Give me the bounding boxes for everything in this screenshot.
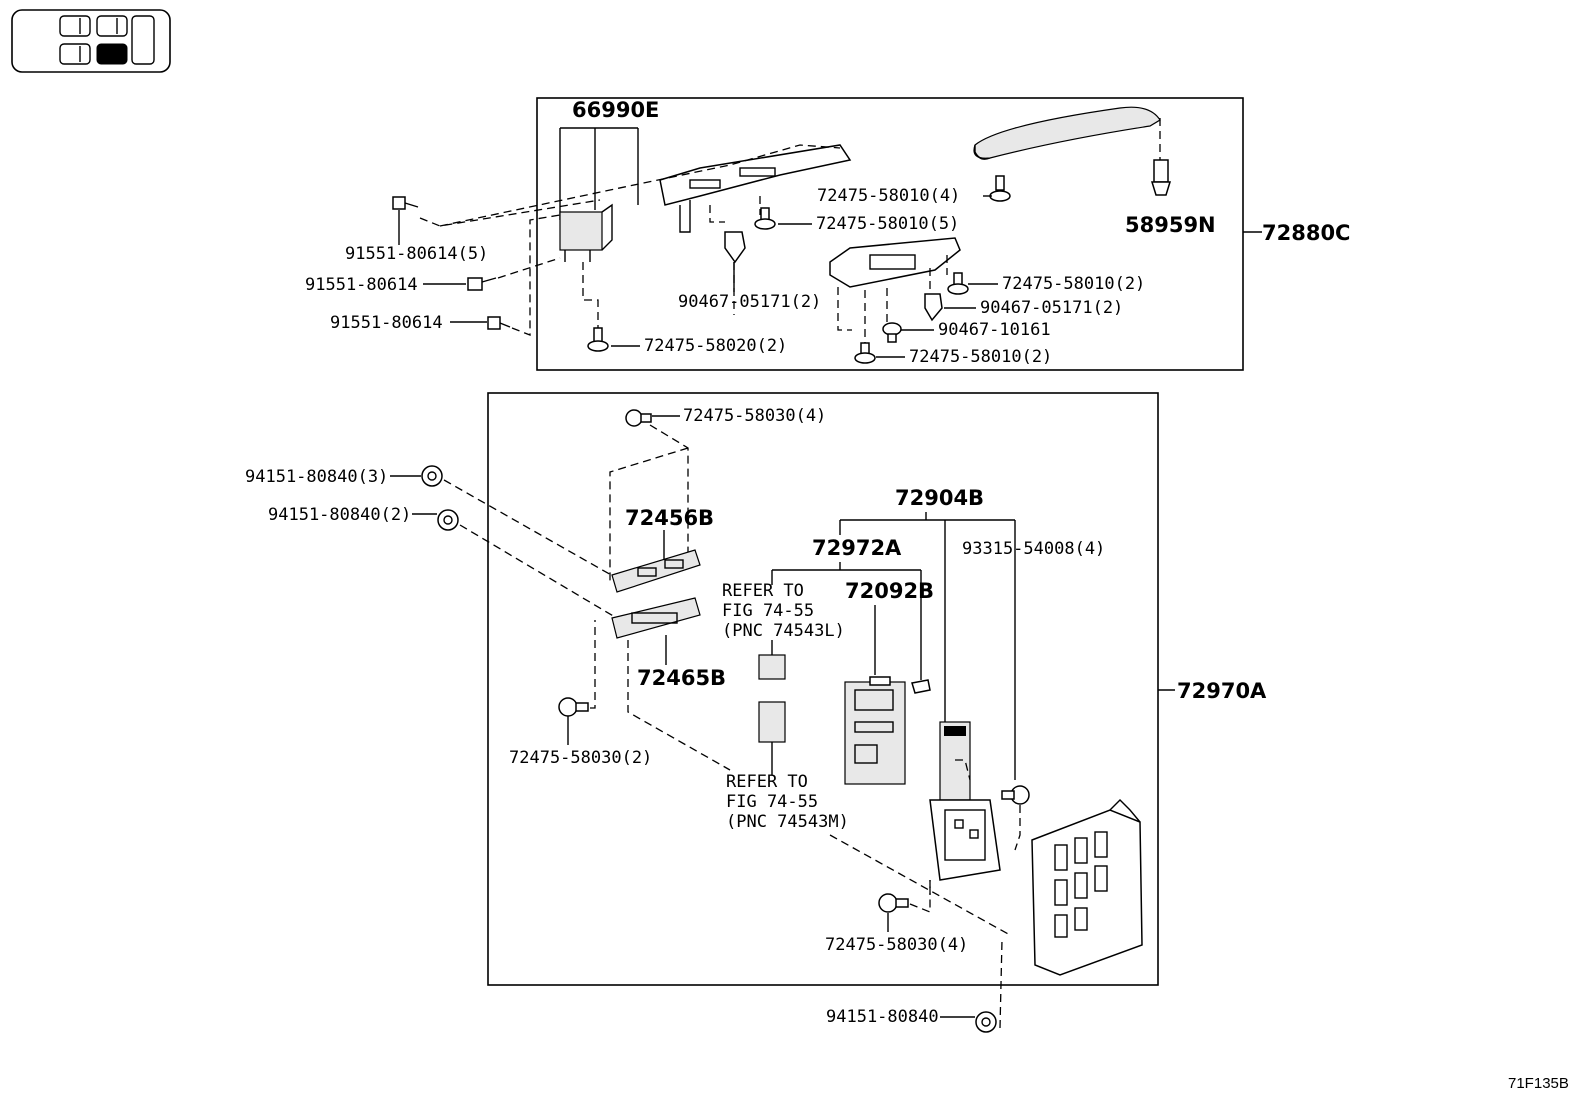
pad-74543M [758, 701, 786, 743]
refer-note-74543M: REFER TO FIG 74-55 (PNC 74543M) [726, 772, 849, 832]
screw-72475-58010-5 [754, 207, 776, 230]
label-72880C: 72880C [1262, 221, 1350, 245]
nut-94151-80840-3 [421, 465, 443, 487]
label-72475-58020-2: 72475-58020(2) [644, 336, 787, 356]
group-box-72970A [487, 392, 1159, 986]
label-58959N: 58959N [1125, 213, 1216, 237]
label-94151-80840: 94151-80840 [826, 1007, 939, 1027]
label-66990E: 66990E [572, 98, 659, 122]
label-72475-58010-4: 72475-58010(4) [817, 186, 960, 206]
label-90467-10161: 90467-10161 [938, 320, 1051, 340]
label-72475-58010-2a: 72475-58010(2) [1002, 274, 1145, 294]
label-72465B: 72465B [637, 666, 726, 690]
screw-72475-58010-4 [989, 175, 1011, 202]
upper-bracket [659, 144, 852, 206]
label-72972A: 72972A [812, 536, 902, 560]
refer-l-line2: FIG 74-55 [722, 601, 814, 621]
clip-90467-05171-top [724, 231, 746, 264]
label-72904B: 72904B [895, 486, 984, 510]
label-72475-58010-2b: 72475-58010(2) [909, 347, 1052, 367]
label-72475-58030-2: 72475-58030(2) [509, 748, 652, 768]
figure-code: 71F135B [1508, 1075, 1569, 1092]
refer-m-line1: REFER TO [726, 772, 808, 792]
screw-72475-58020-2 [587, 327, 609, 352]
label-72092B: 72092B [845, 579, 934, 603]
screw-72475-58010-2a [947, 272, 969, 295]
label-91551-80614-b: 91551-80614 [330, 313, 443, 333]
group-box-72880C [536, 97, 1244, 371]
board-72904B [929, 721, 1001, 881]
label-72475-58030-4a: 72475-58030(4) [683, 406, 826, 426]
bolt-91551-80614-b [487, 316, 511, 330]
refer-m-line2: FIG 74-55 [726, 792, 818, 812]
screw-72475-58030-4a [625, 409, 652, 427]
screw-72475-58030-2 [558, 697, 589, 717]
label-94151-80840-2: 94151-80840(2) [268, 505, 411, 525]
bolt-91551-80614-5 [392, 196, 419, 210]
label-72456B: 72456B [625, 506, 714, 530]
armrest-pad [973, 106, 1161, 159]
label-91551-80614-a: 91551-80614 [305, 275, 418, 295]
main-bracket-72970A [1031, 799, 1143, 976]
label-72475-58010-5: 72475-58010(5) [816, 214, 959, 234]
bolt-91551-80614-a [467, 277, 497, 291]
refer-m-line3: (PNC 74543M) [726, 812, 849, 832]
stopper-58959N [1150, 159, 1172, 196]
switch-66990E [559, 211, 603, 251]
clip-90467-10161 [882, 322, 902, 343]
nut-94151-80840 [975, 1011, 997, 1033]
screw-72475-58030-4b [878, 893, 909, 913]
pad-74543L [758, 654, 786, 680]
screw-93315-54008-4 [1001, 785, 1030, 805]
label-72970A: 72970A [1177, 679, 1267, 703]
label-93315-54008-4: 93315-54008(4) [962, 539, 1105, 559]
clip-90467-05171-b [924, 293, 943, 322]
label-91551-80614-5: 91551-80614(5) [345, 244, 488, 264]
label-94151-80840-3: 94151-80840(3) [245, 467, 388, 487]
ecu-module-72092B [844, 676, 906, 785]
connector-72972A [911, 679, 931, 694]
nut-94151-80840-2 [437, 509, 459, 531]
lower-bracket [829, 237, 961, 288]
refer-l-line1: REFER TO [722, 581, 804, 601]
label-90467-05171-2b: 90467-05171(2) [980, 298, 1123, 318]
seat-locator-icon [11, 9, 171, 73]
label-72475-58030-4b: 72475-58030(4) [825, 935, 968, 955]
refer-l-line3: (PNC 74543L) [722, 621, 845, 641]
label-90467-05171-2a: 90467-05171(2) [678, 292, 821, 312]
screw-72475-58010-2b [854, 342, 876, 364]
refer-note-74543L: REFER TO FIG 74-55 (PNC 74543L) [722, 581, 845, 641]
switch-plate-72465B [611, 597, 701, 639]
